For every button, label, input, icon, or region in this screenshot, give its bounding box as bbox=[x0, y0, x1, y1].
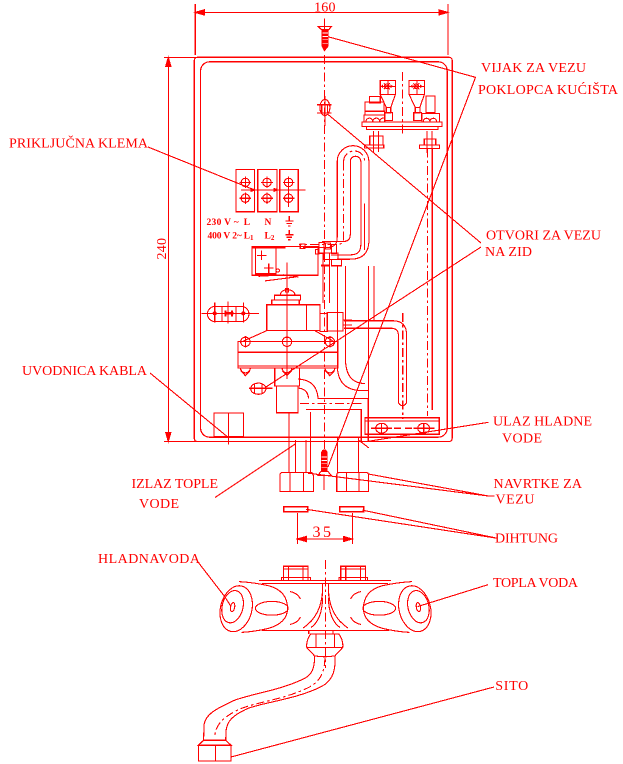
svg-text:TOPLA VODA: TOPLA VODA bbox=[493, 576, 579, 591]
svg-text:POKLOPCA KUĆIŠTA: POKLOPCA KUĆIŠTA bbox=[478, 81, 619, 98]
svg-text:VODE: VODE bbox=[502, 432, 542, 447]
svg-text:N: N bbox=[265, 218, 272, 228]
svg-text:35: 35 bbox=[313, 524, 334, 541]
svg-text:NA ZID: NA ZID bbox=[485, 245, 532, 260]
svg-text:OTVORI ZA VEZU: OTVORI ZA VEZU bbox=[486, 228, 601, 243]
svg-text:VIJAK ZA VEZU: VIJAK ZA VEZU bbox=[481, 61, 586, 76]
svg-text:PRIKLJUČNA KLEMA: PRIKLJUČNA KLEMA bbox=[9, 134, 149, 151]
svg-text:ULAZ HLADNE: ULAZ HLADNE bbox=[493, 414, 592, 429]
svg-text:160: 160 bbox=[314, 1, 336, 16]
svg-text:DIHTUNG: DIHTUNG bbox=[495, 532, 558, 547]
svg-text:L1: L1 bbox=[244, 232, 254, 243]
svg-text:400 V 2~: 400 V 2~ bbox=[208, 232, 242, 242]
svg-text:VEZU: VEZU bbox=[496, 492, 535, 507]
svg-text:NAVRTKE ZA: NAVRTKE ZA bbox=[494, 477, 583, 492]
svg-text:L2: L2 bbox=[265, 232, 275, 243]
svg-text:VODE: VODE bbox=[139, 497, 179, 512]
svg-text:L: L bbox=[244, 218, 250, 228]
svg-text:230 V ~: 230 V ~ bbox=[207, 218, 239, 228]
svg-text:SITO: SITO bbox=[495, 679, 528, 694]
svg-text:IZLAZ TOPLE: IZLAZ TOPLE bbox=[132, 477, 219, 492]
svg-text:HLADNAVODA: HLADNAVODA bbox=[98, 552, 201, 567]
svg-text:UVODNICA KABLA: UVODNICA KABLA bbox=[22, 364, 148, 379]
svg-text:240: 240 bbox=[155, 238, 170, 260]
